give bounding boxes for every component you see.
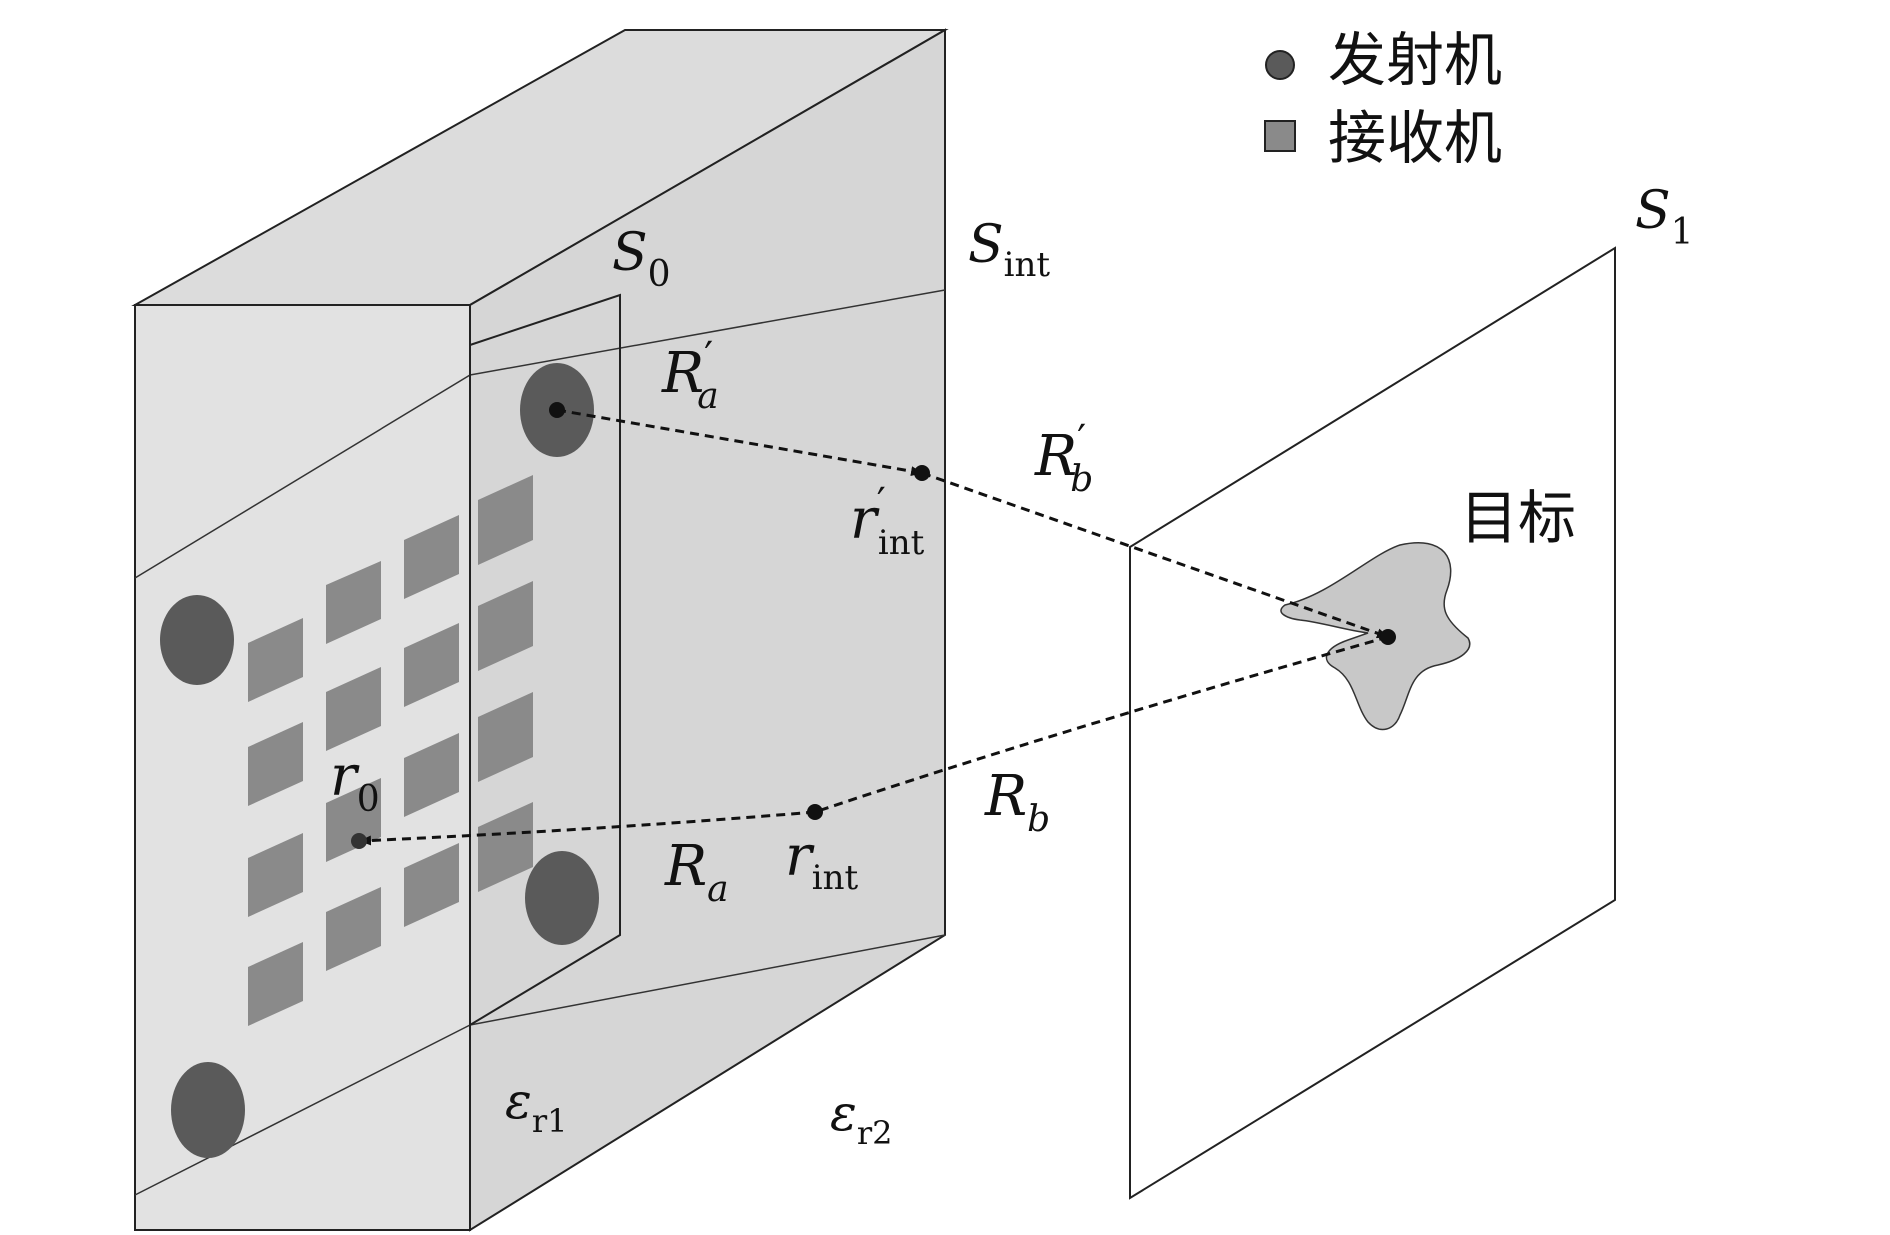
label-r-int-prime: r′int: [850, 480, 925, 563]
receiver-legend-icon: [1264, 120, 1296, 152]
receiver-square: [248, 722, 303, 806]
label-sint: Sint: [968, 215, 1050, 285]
ray-rb: [814, 635, 1389, 814]
label-r0: r0: [330, 744, 380, 820]
point-r-int: [807, 804, 823, 820]
point-r0: [351, 833, 367, 849]
receiver-square: [478, 475, 533, 565]
transmitter-ellipse: [525, 851, 599, 945]
receiver-square: [404, 515, 459, 599]
receiver-square: [404, 623, 459, 707]
receiver-array-front: [248, 515, 459, 1026]
target-shape: [1280, 542, 1471, 731]
interface-line-side-upper: [469, 289, 946, 376]
legend-receiver-label: 接收机: [1328, 104, 1502, 172]
receiver-square: [248, 833, 303, 917]
legend-transmitter-label: 发射机: [1328, 26, 1502, 94]
interface-line-side-lower: [469, 934, 946, 1026]
point-target: [1380, 629, 1396, 645]
point-r-int-prime: [914, 465, 930, 481]
receiver-square: [326, 667, 381, 751]
label-ra-prime: R′a: [661, 334, 719, 417]
receiver-square: [326, 887, 381, 971]
label-rb-prime: R′b: [1034, 417, 1093, 500]
s0-array-plane: [469, 293, 621, 1027]
receiver-square: [404, 843, 459, 927]
ray-ra: [359, 810, 816, 846]
receiver-square: [478, 802, 533, 892]
receiver-square: [404, 733, 459, 817]
label-s0: S0: [612, 223, 671, 295]
label-er2: εr2: [830, 1084, 893, 1152]
label-ra: Ra: [664, 834, 729, 910]
receiver-square: [248, 942, 303, 1026]
ray-rb-prime: [921, 471, 1389, 639]
receiver-square: [248, 618, 303, 702]
receiver-array-s0: [478, 475, 533, 892]
label-er1: εr1: [505, 1072, 568, 1140]
receiver-square: [478, 581, 533, 671]
point-transmitter-center: [549, 402, 565, 418]
transmitter-legend-icon: [1265, 50, 1295, 80]
interface-line-front-upper: [134, 374, 471, 579]
label-r-int: rint: [785, 824, 859, 898]
interface-line-front-lower: [134, 1024, 471, 1196]
transmitter-ellipse: [171, 1062, 245, 1158]
transmitter-ellipse: [160, 595, 234, 685]
ray-ra-prime: [556, 408, 923, 477]
label-s1: S1: [1635, 181, 1694, 253]
receiver-square: [326, 561, 381, 644]
label-rb: Rb: [984, 764, 1050, 840]
receiver-square: [478, 692, 533, 782]
label-target: 目标: [1460, 484, 1576, 552]
